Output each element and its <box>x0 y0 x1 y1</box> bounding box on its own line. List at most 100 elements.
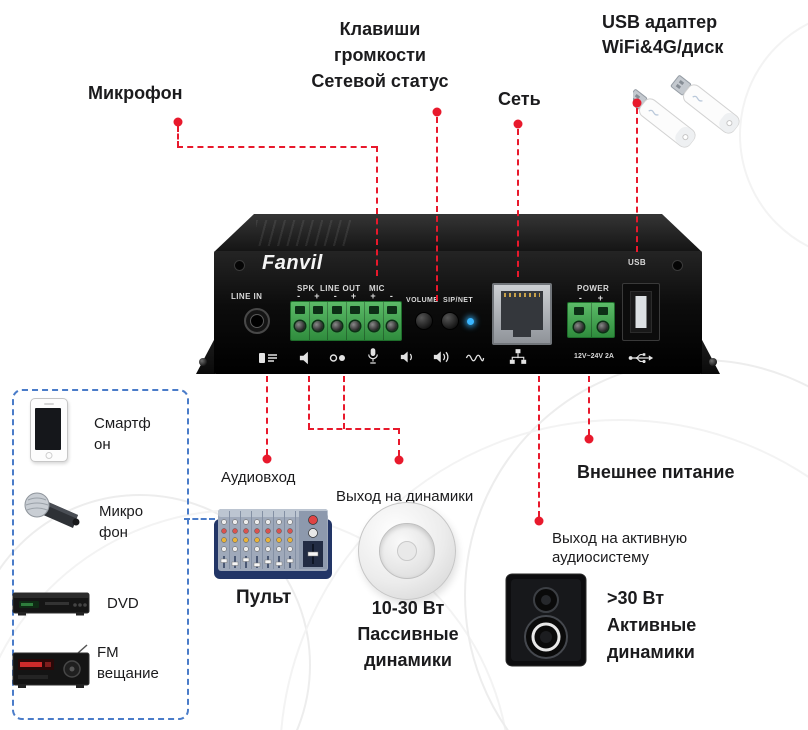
line-in-label: LINE IN <box>231 292 263 301</box>
connector-line <box>343 376 345 429</box>
terminal-cell <box>382 302 402 340</box>
phone-speaker-slit <box>44 403 54 405</box>
label-line: FM <box>97 644 119 661</box>
panel-screw-hole <box>234 260 245 271</box>
usb-tongue <box>635 296 647 328</box>
polarity-mark: + <box>314 291 320 301</box>
connector-line <box>177 146 377 148</box>
terminal-cell <box>590 303 615 337</box>
spk-label: SPK <box>297 284 315 293</box>
mounting-flange-right <box>701 338 720 374</box>
active-speaker-image <box>505 573 587 667</box>
flange-screw <box>199 358 207 366</box>
label-line: динамики <box>607 642 695 662</box>
speaker-icon <box>299 351 308 365</box>
label-line: Пассивные <box>357 624 459 644</box>
phone-home-button <box>45 452 53 459</box>
connector-line <box>308 428 399 430</box>
terminal-cell <box>291 302 309 340</box>
label-audio-in: Аудиовход <box>221 469 296 486</box>
audio-sources-group <box>12 389 189 720</box>
label-dvd: DVD <box>107 595 139 612</box>
label-line: аудиосистему <box>552 549 650 566</box>
volume-up-button <box>441 312 459 330</box>
label-line: он <box>94 436 111 453</box>
connector-dot <box>534 516 544 526</box>
volume-label: VOLUME <box>406 297 439 304</box>
connector-line <box>177 126 179 147</box>
flange-screw <box>709 358 717 366</box>
label-passive-speakers: 10-30 Вт Пассивные динамики <box>338 595 478 673</box>
label-mixer: Пульт <box>236 587 292 608</box>
usb-label: USB <box>628 258 647 267</box>
label-volume-keys-network-status: Клавиши громкости Сетевой статус <box>295 16 465 94</box>
label-microphone: Микрофон <box>88 83 183 103</box>
label-fm: FM вещание <box>97 642 159 684</box>
polarity-mark: - <box>389 291 393 301</box>
connector-dot <box>632 98 642 108</box>
connector-dot <box>394 455 404 465</box>
smartphone-image <box>30 398 68 462</box>
polarity-mark: - <box>333 291 337 301</box>
label-usb-adapter: USB адаптер WiFi&4G/диск <box>602 10 723 60</box>
polarity-mark: - <box>297 291 301 301</box>
terminal-polarity: - + - + + - <box>290 291 400 301</box>
label-smartphone: Смартф он <box>94 413 151 455</box>
label-line: USB адаптер <box>602 12 718 32</box>
label-line: громкости <box>334 45 426 65</box>
label-source-microphone: Микро фон <box>99 501 143 543</box>
wave-icon <box>465 354 485 362</box>
connector-line <box>398 428 400 456</box>
status-led <box>467 318 474 325</box>
label-speaker-out: Выход на динамики <box>336 488 474 505</box>
connector-line <box>376 146 378 276</box>
panel-screw-hole <box>672 260 683 271</box>
device-top-panel <box>214 214 702 252</box>
microphone-image <box>24 492 80 528</box>
connector-line <box>436 117 438 301</box>
brand-logo: Fanvil <box>262 252 323 274</box>
power-spec-label: 12V~24V 2A <box>574 353 614 360</box>
label-line: 10-30 Вт <box>371 598 445 618</box>
label-line: Выход на активную <box>552 530 688 547</box>
power-polarity: - + <box>571 293 611 303</box>
volume-down-button <box>415 312 433 330</box>
connector-line <box>588 376 590 435</box>
power-label: POWER <box>577 284 610 293</box>
line-out-label: LINE OUT <box>320 284 361 293</box>
terminal-cell <box>308 302 328 340</box>
usb-trident-icon <box>628 353 654 364</box>
usb-port <box>622 283 660 341</box>
mixer-console-image <box>214 509 332 579</box>
audio-in-icon <box>259 353 277 363</box>
label-line: Сетевой статус <box>311 71 449 91</box>
label-active-speakers: >30 Вт Активные динамики <box>607 585 696 666</box>
paging-amplifier-device: Fanvil LINE IN SPK LINE OUT MIC - + - + … <box>196 214 720 374</box>
ethernet-port <box>492 283 552 345</box>
connector-dot <box>262 454 272 464</box>
terminal-cell <box>568 303 591 337</box>
label-line: Клавиши <box>339 19 421 39</box>
record-icon <box>329 354 345 362</box>
label-network: Сеть <box>498 89 541 109</box>
speaker-terminal-block <box>290 301 402 341</box>
ceiling-speaker-image <box>358 502 456 600</box>
label-active-audio-out: Выход на активную аудиосистему <box>552 529 687 567</box>
polarity-mark: + <box>370 291 376 301</box>
usb-port-inner <box>630 291 652 333</box>
network-icon <box>509 349 527 364</box>
polarity-mark: - <box>578 293 582 303</box>
connector-line <box>636 108 638 252</box>
device-front-panel: Fanvil LINE IN SPK LINE OUT MIC - + - + … <box>214 251 702 374</box>
polarity-mark: + <box>350 291 357 301</box>
label-line: >30 Вт <box>607 588 665 608</box>
label-external-power: Внешнее питание <box>577 462 735 482</box>
label-line: фон <box>99 524 128 541</box>
label-line: вещание <box>97 665 159 682</box>
ceiling-speaker-cap <box>397 541 417 561</box>
label-line: Микро <box>99 503 144 520</box>
dvd-player-image <box>12 592 90 616</box>
usb-dongles-image <box>633 75 740 148</box>
connector-dot <box>513 119 523 129</box>
